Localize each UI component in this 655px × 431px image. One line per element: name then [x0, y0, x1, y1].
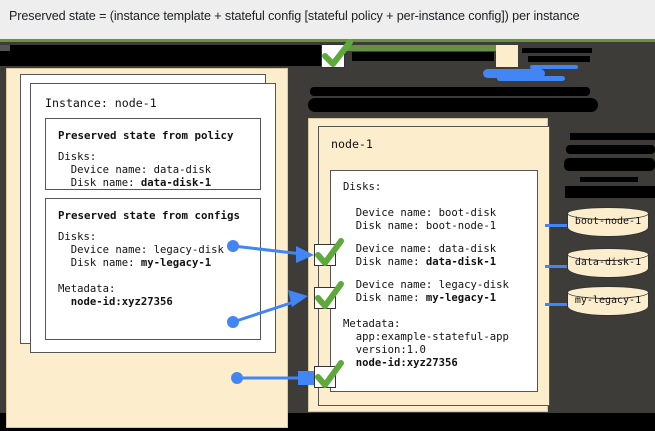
configs-disk-name-prefix: Disk name: [58, 257, 141, 269]
node-legacy-disk-value: my-legacy-1 [425, 292, 497, 304]
cream-square-top [496, 45, 518, 67]
configs-disk-name-row: Disk name: my-legacy-1 [58, 257, 211, 271]
disk-top [567, 207, 649, 220]
instance-label: Instance: node-1 [45, 96, 157, 110]
check-icon [315, 281, 344, 309]
check-icon [315, 360, 344, 388]
blue-scribble-a [483, 69, 545, 78]
green-scribble-top [340, 45, 508, 51]
preserved-state-from-policy-box: Preserved state from policy Disks: Devic… [45, 118, 261, 190]
node-metadata-version: version:1.0 [343, 344, 426, 356]
connector-arrow-1 [296, 246, 314, 263]
configs-metadata-value: node-id:xyz27356 [58, 296, 173, 308]
page-title: Preserved state = (instance template + s… [9, 9, 580, 23]
connector-line-2 [232, 298, 301, 324]
green-divider-rule [0, 39, 655, 42]
checkbox-legacy-disk[interactable] [314, 281, 344, 309]
connector-line-1 [232, 244, 303, 256]
redaction-bar-top-right-b [522, 48, 592, 53]
disk-connector-data [545, 265, 571, 268]
redaction-bar-row3 [308, 98, 598, 112]
disk-boot-node-1: boot-node-1 [567, 207, 649, 241]
redaction-bar-top-right-c [528, 56, 590, 62]
redaction-bar-row2 [310, 87, 590, 96]
configs-metadata-label: Metadata: [58, 283, 116, 295]
configs-box-title: Preserved state from configs [58, 209, 241, 222]
node-boot-device: Device name: boot-disk [343, 207, 497, 219]
checkbox-top[interactable] [321, 39, 353, 68]
disk-label: my-legacy-1 [574, 295, 642, 306]
preserved-state-from-configs-box: Preserved state from configs Disks: Devi… [45, 198, 261, 340]
policy-disks-label: Disks: [58, 151, 97, 163]
node-metadata-app: app:example-stateful-app [343, 331, 509, 343]
disk-label: data-disk-1 [574, 257, 642, 268]
redaction-bar-right-1 [570, 133, 655, 140]
node-data-disk-row: Disk name: data-disk-1 [343, 256, 496, 270]
policy-disk-name-row: Disk name: data-disk-1 [58, 177, 211, 191]
checkbox-metadata[interactable] [314, 360, 344, 388]
connector-arrow-3 [298, 371, 316, 385]
blue-scribble-c [530, 65, 578, 69]
redaction-bar-top-left-notch [0, 45, 10, 51]
connector-arrow-2 [288, 290, 308, 307]
disk-label: boot-node-1 [574, 216, 642, 227]
disk-my-legacy-1: my-legacy-1 [567, 286, 649, 320]
redaction-bar-top-left [0, 45, 325, 66]
configs-disks-label: Disks: [58, 231, 97, 243]
redaction-bar-right-2 [566, 145, 655, 154]
node-disks-label: Disks: [343, 181, 382, 193]
node-data-device: Device name: data-disk [343, 243, 497, 255]
check-icon [315, 238, 344, 266]
configs-device-name: Device name: legacy-disk [58, 244, 224, 256]
blue-scribble-b [497, 76, 565, 81]
header-band: Preserved state = (instance template + s… [0, 0, 655, 40]
check-icon [322, 39, 353, 67]
node-details-box: Disks: Device name: boot-disk Disk name:… [330, 170, 538, 392]
disk-top [567, 286, 649, 299]
redaction-bar-top-right-a [352, 52, 494, 61]
node-legacy-device: Device name: legacy-disk [343, 279, 509, 291]
configs-disk-name-value: my-legacy-1 [140, 257, 212, 269]
redaction-bar-right-4 [580, 177, 638, 182]
disk-connector-legacy [545, 303, 571, 306]
policy-device-name: Device name: data-disk [58, 164, 212, 176]
disk-data-disk-1: data-disk-1 [567, 248, 649, 282]
node-data-disk-prefix: Disk name: [343, 256, 426, 268]
checkbox-data-disk[interactable] [314, 238, 344, 266]
policy-box-title: Preserved state from policy [58, 129, 234, 142]
policy-disk-name-value: data-disk-1 [140, 177, 212, 189]
node-legacy-disk-prefix: Disk name: [343, 292, 426, 304]
redaction-bar-right-3 [564, 158, 655, 171]
disk-top [567, 248, 649, 261]
instance-card: Instance: node-1 Preserved state from po… [30, 83, 276, 353]
disk-connector-boot [545, 224, 571, 227]
node-data-disk-value: data-disk-1 [425, 256, 497, 268]
redaction-bar-right-5 [565, 186, 655, 198]
node-boot-disk: Disk name: boot-node-1 [343, 220, 497, 232]
node-title: node-1 [331, 137, 373, 151]
policy-disk-name-prefix: Disk name: [58, 177, 141, 189]
node-metadata-nodeid: node-id:xyz27356 [343, 357, 458, 369]
node-metadata-label: Metadata: [343, 318, 401, 330]
node-legacy-disk-row: Disk name: my-legacy-1 [343, 292, 496, 306]
